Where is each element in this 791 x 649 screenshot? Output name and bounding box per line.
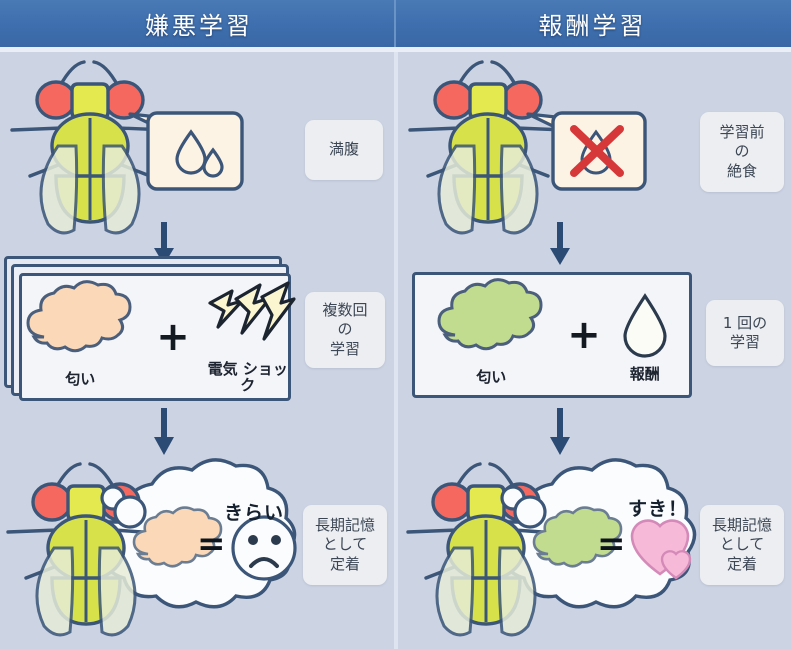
header-band: 嫌悪学習 報酬学習 [0, 0, 791, 52]
odor-cloud-icon [26, 279, 132, 352]
odor-item-reward: 匂い [427, 277, 555, 386]
odor-item-aversive: 匂い [16, 279, 144, 388]
fly-aversive-memory [6, 458, 297, 644]
fly-reward-pre [408, 58, 678, 238]
reward-label: 報酬 [629, 364, 660, 383]
fed-state-bubble [145, 110, 245, 200]
crossed-out-droplet-icon [570, 125, 624, 177]
column-divider [394, 52, 398, 649]
shock-label: 電気 ショック [207, 359, 288, 394]
header-title-left: 嫌悪学習 [4, 0, 396, 47]
lightning-bolt-icon [208, 280, 296, 341]
shock-item: 電気 ショック [202, 280, 296, 394]
plus-operator-reward: + [567, 312, 601, 358]
odor-label-aversive: 匂い [65, 369, 96, 388]
arrow-right-1 [548, 222, 572, 266]
fly-reward-memory [406, 458, 697, 644]
note-single-trial: 1 回の 学習 [706, 300, 784, 366]
arrow-right-2 [548, 408, 572, 456]
emotion-label-dislike: きらい [224, 502, 285, 524]
emotion-label-like: すき！ [628, 498, 689, 520]
note-ltm-right: 長期記憶 として 定着 [700, 505, 784, 585]
header-title-right: 報酬学習 [538, 12, 647, 40]
equals-operator-reward: = [597, 524, 626, 564]
reward-item: 報酬 [613, 288, 677, 383]
arrow-left-2 [152, 408, 176, 456]
fasting-state-bubble [550, 110, 648, 200]
water-droplets-icon [175, 129, 224, 178]
heart-icon [630, 519, 692, 580]
training-card-reward: 匂い + 報酬 [404, 272, 694, 404]
odor-label-reward: 匂い [476, 367, 507, 386]
note-fasting: 学習前 の 絶食 [700, 112, 784, 192]
equals-operator-aversive: = [197, 524, 226, 564]
card-front: 匂い + 電気 ショック [16, 273, 296, 401]
note-ltm-left: 長期記憶 として 定着 [303, 505, 387, 585]
note-satiated: 満腹 [305, 120, 383, 180]
note-multiple-trials: 複数回 の 学習 [305, 292, 385, 368]
card-front: 匂い + 報酬 [412, 272, 692, 398]
training-card-stack-aversive: 匂い + 電気 ショック [4, 256, 296, 406]
plus-operator-aversive: + [156, 314, 190, 360]
water-droplet-icon [623, 292, 667, 358]
odor-cloud-icon [437, 277, 543, 350]
